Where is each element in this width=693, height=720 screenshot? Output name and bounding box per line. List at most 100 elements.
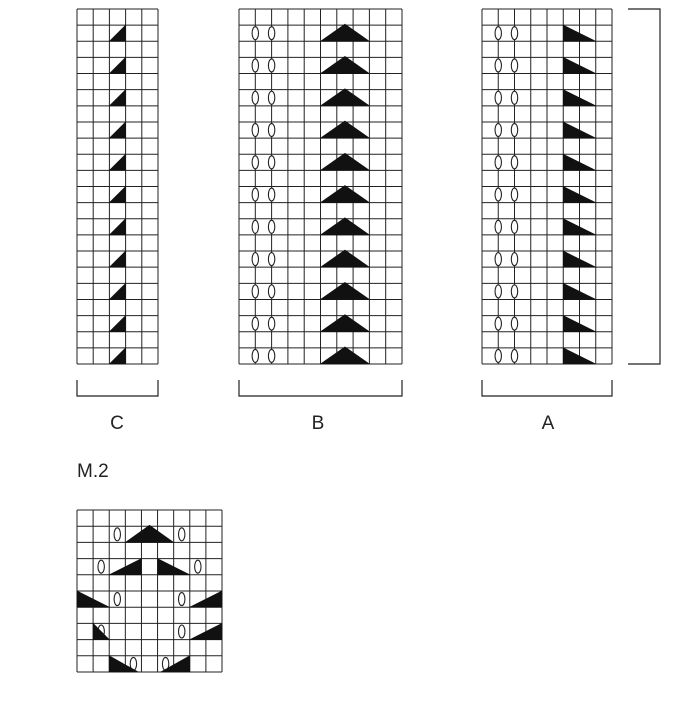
chart-m2-left-decrease-mark <box>189 590 223 608</box>
chart-b-double-decrease-mark <box>319 56 371 74</box>
chart-m2-right-decrease-mark <box>92 622 110 640</box>
chart-a-yarn-over-mark <box>510 58 519 73</box>
chart-c-decrease-mark <box>108 24 126 42</box>
bracket-b <box>238 380 403 397</box>
chart-a-yarn-over-mark <box>510 219 519 234</box>
chart-b-yarn-over-mark <box>267 219 276 234</box>
chart-a-yarn-over-mark <box>494 26 502 41</box>
chart-m2-right-decrease-mark <box>157 558 190 576</box>
chart-a-yarn-over-mark <box>510 26 519 41</box>
chart-m2-left-decrease-mark <box>189 622 223 640</box>
chart-b-yarn-over-mark <box>267 284 276 299</box>
chart-c-decrease-mark <box>108 314 126 333</box>
chart-a-decrease-mark <box>562 153 596 171</box>
chart-b-double-decrease-mark <box>319 346 371 365</box>
chart-a-yarn-over-mark <box>494 348 502 363</box>
chart-b-double-decrease-mark <box>319 249 371 268</box>
chart-a-yarn-over-mark <box>494 155 502 170</box>
chart-b-double-decrease-mark <box>319 88 371 107</box>
chart-b-yarn-over-mark <box>251 348 260 363</box>
chart-a-yarn-over-mark <box>510 252 519 267</box>
chart-c-decrease-mark <box>108 250 126 268</box>
chart-b-yarn-over-mark <box>267 58 276 73</box>
chart-m2-yarn-over-mark <box>97 559 105 574</box>
chart-m2-yarn-over-mark <box>177 624 186 639</box>
chart-m2-yarn-over-mark <box>113 527 122 542</box>
chart-a-decrease-mark <box>562 315 596 333</box>
chart-b-yarn-over-mark <box>267 252 276 267</box>
chart-b-double-decrease-mark <box>319 185 371 203</box>
chart-a-yarn-over-mark <box>494 316 502 331</box>
label-c: C <box>110 413 124 434</box>
chart-c-decrease-mark <box>108 347 126 365</box>
chart-a-decrease-mark <box>562 347 596 365</box>
chart-b-yarn-over-mark <box>251 155 260 170</box>
label-m2: M.2 <box>77 461 109 482</box>
chart-a-yarn-over-mark <box>510 316 519 331</box>
chart-a-yarn-over-mark <box>510 284 519 299</box>
chart-a-yarn-over-mark <box>494 219 502 234</box>
chart-a-decrease-mark <box>562 56 596 74</box>
chart-c-decrease-mark <box>108 185 126 203</box>
chart-b-yarn-over-mark <box>267 187 276 202</box>
chart-b-yarn-over-mark <box>267 90 276 105</box>
chart-b-yarn-over-mark <box>251 26 260 41</box>
chart-b-double-decrease-mark <box>319 281 371 300</box>
chart-b-yarn-over-mark <box>267 26 276 41</box>
label-a: A <box>542 413 555 434</box>
chart-b-double-decrease-mark <box>319 152 371 171</box>
chart-m2-double-decrease-mark <box>124 524 175 543</box>
chart-m2-grid <box>76 509 223 673</box>
chart-a-decrease-mark <box>562 24 596 42</box>
chart-a-yarn-over-mark <box>494 90 502 105</box>
chart-b-yarn-over-mark <box>267 155 276 170</box>
chart-c-decrease-mark <box>108 121 126 139</box>
chart-a-decrease-mark <box>562 218 596 236</box>
chart-a-grid <box>481 8 613 365</box>
chart-c-decrease-mark <box>108 282 126 300</box>
chart-a-yarn-over-mark <box>494 58 502 73</box>
chart-c-decrease-mark <box>108 218 126 236</box>
chart-a-yarn-over-mark <box>510 155 519 170</box>
bracket-a <box>481 380 613 397</box>
chart-a-decrease-mark <box>562 89 596 107</box>
chart-a-yarn-over-mark <box>510 187 519 202</box>
chart-a-decrease-mark <box>562 186 596 203</box>
bracket-repeat-vertical <box>628 8 661 365</box>
chart-b-yarn-over-mark <box>251 252 260 267</box>
chart-a-yarn-over-mark <box>510 90 519 105</box>
bracket-c <box>76 380 159 397</box>
chart-b-double-decrease-mark <box>319 23 371 42</box>
chart-b-double-decrease-mark <box>319 314 371 333</box>
chart-b-double-decrease-mark <box>319 120 371 139</box>
chart-c-decrease-mark <box>108 56 126 74</box>
chart-b-double-decrease-mark <box>319 217 371 236</box>
chart-m2-left-decrease-mark <box>109 558 142 576</box>
label-b: B <box>312 413 325 434</box>
chart-b-yarn-over-mark <box>251 122 260 138</box>
chart-b-yarn-over-mark <box>251 90 260 105</box>
chart-a-yarn-over-mark <box>494 252 502 267</box>
chart-m2-yarn-over-mark <box>194 559 202 574</box>
chart-a-decrease-mark <box>562 250 596 268</box>
chart-b-yarn-over-mark <box>251 187 260 202</box>
chart-c-decrease-mark <box>108 88 126 107</box>
chart-m2-left-decrease-mark <box>159 655 191 673</box>
chart-c-decrease-mark <box>108 153 126 171</box>
chart-a-yarn-over-mark <box>510 348 519 363</box>
chart-m2-yarn-over-mark <box>177 592 186 607</box>
chart-b-grid <box>238 8 403 365</box>
chart-m2-right-decrease-mark <box>76 590 110 608</box>
chart-a-decrease-mark <box>562 282 596 300</box>
chart-b-yarn-over-mark <box>251 58 260 73</box>
chart-b-yarn-over-mark <box>251 219 260 234</box>
chart-c-grid <box>76 8 159 365</box>
chart-b-yarn-over-mark <box>267 122 276 138</box>
chart-b-yarn-over-mark <box>251 284 260 299</box>
chart-a-yarn-over-mark <box>494 122 502 138</box>
chart-b-yarn-over-mark <box>251 316 260 331</box>
chart-m2-yarn-over-mark <box>113 592 122 607</box>
chart-m2-right-decrease-mark <box>108 655 140 673</box>
chart-a-yarn-over-mark <box>494 187 502 202</box>
